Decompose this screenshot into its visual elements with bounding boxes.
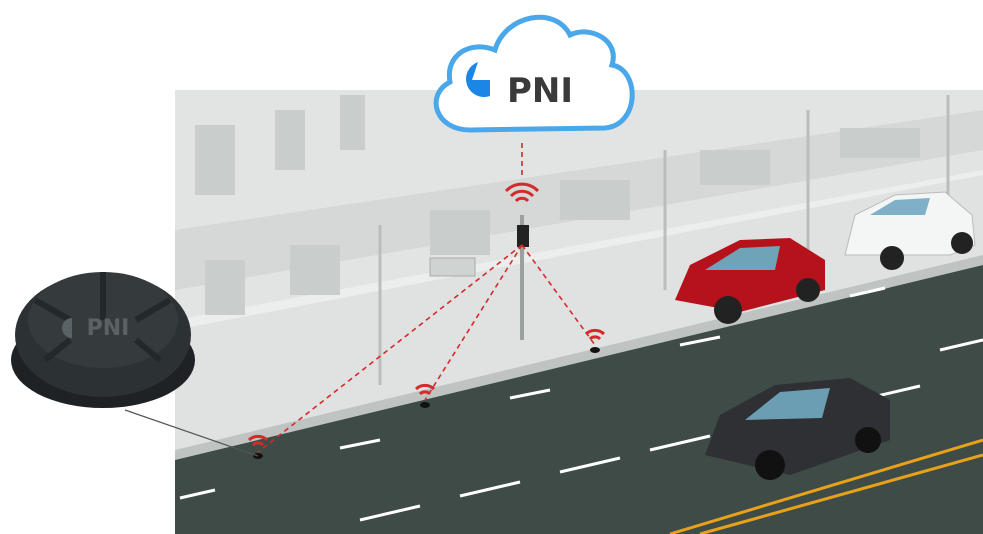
wifi-icon-sensor-2: [414, 383, 436, 396]
building-windows: [195, 95, 920, 315]
car-red: [675, 238, 825, 324]
yellow-center-lines: [669, 438, 983, 534]
car-white: [844, 191, 976, 270]
wifi-icon-sensor-1: [247, 434, 269, 447]
wifi-icons: [247, 182, 606, 447]
signal-lines: [257, 140, 596, 453]
curb: [175, 255, 983, 460]
sensor-logo-text: PNI: [87, 316, 130, 341]
sensor-ribs: [33, 272, 172, 363]
parking-sensor-device: PNI: [11, 272, 195, 408]
gateway-device: [517, 225, 529, 247]
street-lamps: [378, 95, 950, 385]
cloud-icon: [433, 14, 635, 133]
wifi-icon-gateway: [504, 182, 540, 203]
street-scene: [175, 90, 983, 534]
pni-logo-mark: [465, 62, 490, 98]
bench: [429, 257, 476, 277]
cloud-logo-text: PNI: [507, 71, 573, 111]
sensor-callout-line: [124, 409, 259, 457]
car-dark: [705, 378, 890, 480]
cloud: PNI: [433, 14, 635, 133]
sensor-logo-mark: [62, 318, 72, 338]
wifi-icon-sensor-3: [584, 328, 606, 341]
